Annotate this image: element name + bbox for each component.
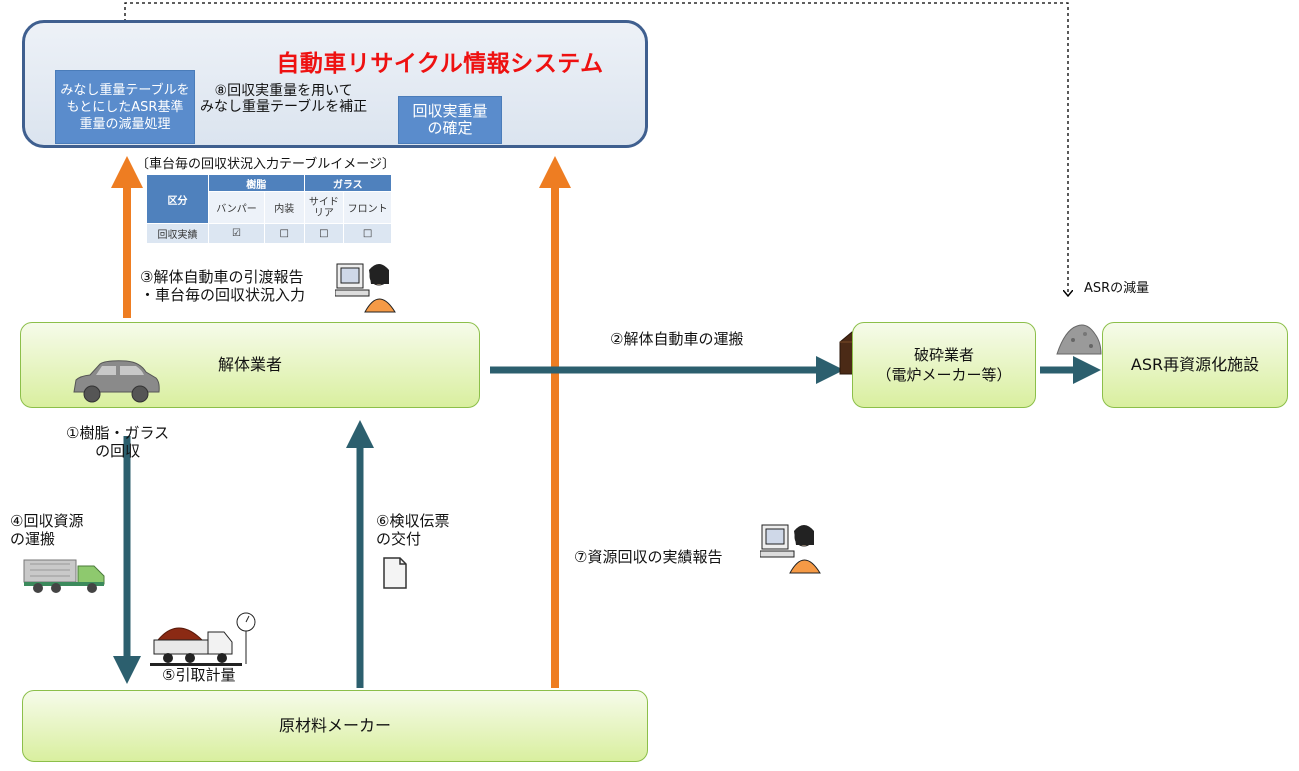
asr-reduction-label: ASRの減量 [1084, 281, 1150, 296]
step6-label: ⑥検収伝票 の交付 [376, 512, 450, 548]
step4-label: ④回収資源 の運搬 [10, 512, 84, 548]
car-icon [73, 360, 160, 403]
table-check-front[interactable]: □ [343, 223, 392, 244]
node-shredder: 破砕業者 （電炉メーカー等） [852, 322, 1036, 408]
weighing-truck-icon [150, 612, 256, 666]
asr-pile-icon [1056, 324, 1102, 355]
table-group-glass: ガラス [303, 174, 393, 192]
table-col-interior: 内装 [263, 191, 305, 224]
table-check-bumper[interactable]: ☑ [208, 223, 265, 244]
table-caption: 〔車台毎の回収状況入力テーブルイメージ〕 [136, 157, 395, 172]
table-col-side-rear: サイド リア [303, 191, 345, 224]
node-material-maker: 原材料メーカー [22, 690, 648, 762]
table-col-front: フロント [343, 191, 392, 224]
table-check-side-rear[interactable]: □ [303, 223, 345, 244]
step3-label: ③解体自動車の引渡報告 ・車台毎の回収状況入力 [140, 268, 306, 304]
system-title: 自動車リサイクル情報システム [276, 51, 604, 77]
step5-label: ⑤引取計量 [162, 666, 236, 684]
table-group-resin: 樹脂 [208, 174, 305, 192]
truck-icon [23, 559, 105, 593]
recovery-status-table: 区分 樹脂 ガラス バンパー 内装 サイド リア フロント 回収実績 ☑ □ □… [146, 174, 393, 244]
table-col-bumper: バンパー [208, 191, 265, 224]
asr-weight-reduction-box: みなし重量テーブルを もとにしたASR基準 重量の減量処理 [55, 70, 195, 144]
computer-operator-icon-2 [760, 524, 821, 574]
step2-label: ②解体自動車の運搬 [610, 330, 744, 348]
table-row-label: 回収実績 [146, 223, 209, 244]
table-check-interior[interactable]: □ [263, 223, 305, 244]
computer-operator-icon [335, 263, 396, 313]
table-row-header: 区分 [146, 174, 209, 224]
step1-label: ①樹脂・ガラス の回収 [66, 424, 170, 460]
step8-label: ⑧回収実重量を用いて みなし重量テーブルを補正 [200, 83, 368, 115]
actual-weight-confirmation-box: 回収実重量 の確定 [398, 96, 502, 144]
document-icon [383, 557, 407, 589]
step7-label: ⑦資源回収の実績報告 [574, 548, 723, 566]
node-asr-facility: ASR再資源化施設 [1102, 322, 1288, 408]
